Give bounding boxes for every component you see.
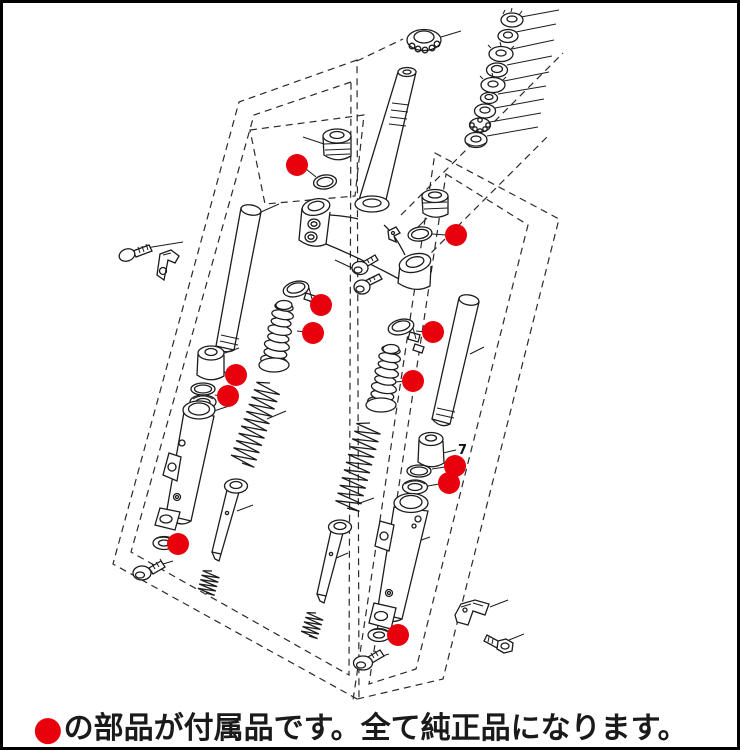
exploded-parts-diagram: 7 <box>112 7 564 702</box>
part-number-label: 7 <box>458 443 467 458</box>
left-bottom-bolt <box>132 558 166 581</box>
steering-stem-nut-stack <box>464 7 524 149</box>
right-damper-rod <box>316 519 353 604</box>
left-cable-guide-bracket <box>156 249 180 282</box>
right-bottom-bolt <box>352 649 385 671</box>
red-marker-dot <box>225 364 247 386</box>
right-fork-o-ring <box>407 226 433 242</box>
red-marker-dot <box>387 624 409 646</box>
clamp-pinch-bolts <box>351 254 383 295</box>
right-fork-cap <box>421 188 449 218</box>
left-guide-bolt <box>118 243 153 262</box>
right-boot-clamp <box>387 318 425 354</box>
red-marker-dot <box>217 385 239 407</box>
left-fork-o-ring <box>312 174 338 190</box>
right-guide-bolt <box>483 634 514 654</box>
left-boot-clamp <box>282 280 316 303</box>
red-marker-dot <box>286 154 308 176</box>
red-marker-dot <box>438 472 460 494</box>
right-rebound-spring <box>300 612 324 640</box>
right-fork-boot <box>365 343 401 413</box>
red-marker-dot <box>167 533 189 555</box>
red-marker-dot <box>402 370 424 392</box>
right-cable-guide-bracket <box>454 599 490 626</box>
caption: ●の部品が付属品です。全て純正品になります。 <box>33 703 733 749</box>
steering-stem <box>354 66 417 213</box>
right-main-spring <box>335 422 381 513</box>
dashed-outline-boxes <box>112 38 564 702</box>
red-marker-dot <box>310 294 332 316</box>
steering-bearing-race <box>406 28 442 54</box>
caption-text: の部品が付属品です。全て純正品になります。 <box>63 711 688 746</box>
right-lower-leg <box>368 492 429 630</box>
right-fork-tube <box>431 294 480 427</box>
left-fork-cap <box>322 128 352 161</box>
left-main-spring <box>230 381 281 468</box>
right-rubber-stopper <box>417 431 445 468</box>
left-rebound-spring <box>197 570 220 597</box>
right-bottom-washer <box>367 627 391 643</box>
red-marker-dot <box>422 321 444 343</box>
left-damper-rod <box>211 478 249 562</box>
left-fork-boot <box>258 299 295 373</box>
left-lower-leg <box>154 400 216 531</box>
red-marker-dot <box>444 455 466 477</box>
red-dot-legend-symbol: ● <box>33 709 63 749</box>
included-part-markers <box>167 154 467 646</box>
red-marker-dot <box>302 322 324 344</box>
left-fork-tube <box>215 204 262 353</box>
leader-lines <box>145 9 560 660</box>
right-seal-washers <box>401 464 432 495</box>
triple-clamp <box>298 198 432 290</box>
red-marker-dot <box>445 224 467 246</box>
left-rubber-stopper <box>196 345 225 381</box>
